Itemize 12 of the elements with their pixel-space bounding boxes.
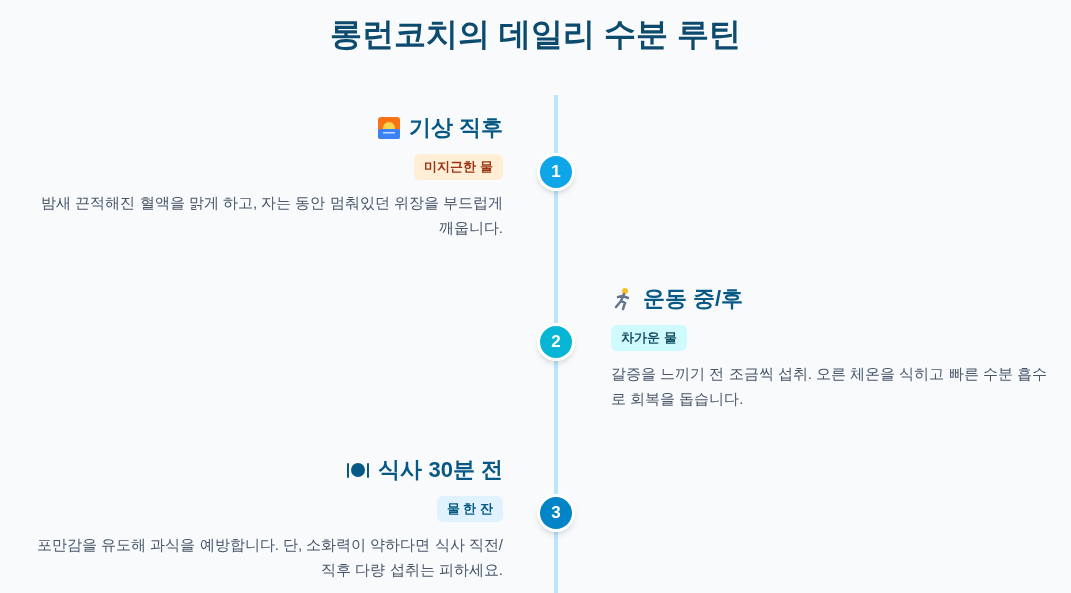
- timeline-line: [554, 361, 558, 494]
- water-tag: 차가운 물: [611, 325, 687, 351]
- step-heading: 기상 직후: [408, 114, 503, 142]
- water-tag: 미지근한 물: [414, 154, 503, 180]
- timeline-line: [554, 191, 558, 323]
- step-description: 밤새 끈적해진 혈액을 맑게 하고, 자는 동안 멈춰있던 위장을 부드럽게 깨웁니다.: [40, 192, 503, 238]
- step-description: 포만감을 유도해 과식을 예방합니다. 단, 소화력이 약하다면 식사 직전/직후 다량 섭취는 피하세요.: [36, 534, 503, 580]
- title: 롱런코치의 데일리 수분 루틴: [329, 15, 742, 54]
- step-description: 갈증을 느끼기 전 조금씩 섭취. 오른 체온을 식히고 빠른 수분 흡수로 회복을 돕습니다.: [611, 363, 1048, 409]
- water-tag: 물 한 잔: [436, 496, 503, 522]
- step-heading: 식사 30분 전: [378, 456, 503, 484]
- step-heading: 운동 중/후: [643, 285, 744, 313]
